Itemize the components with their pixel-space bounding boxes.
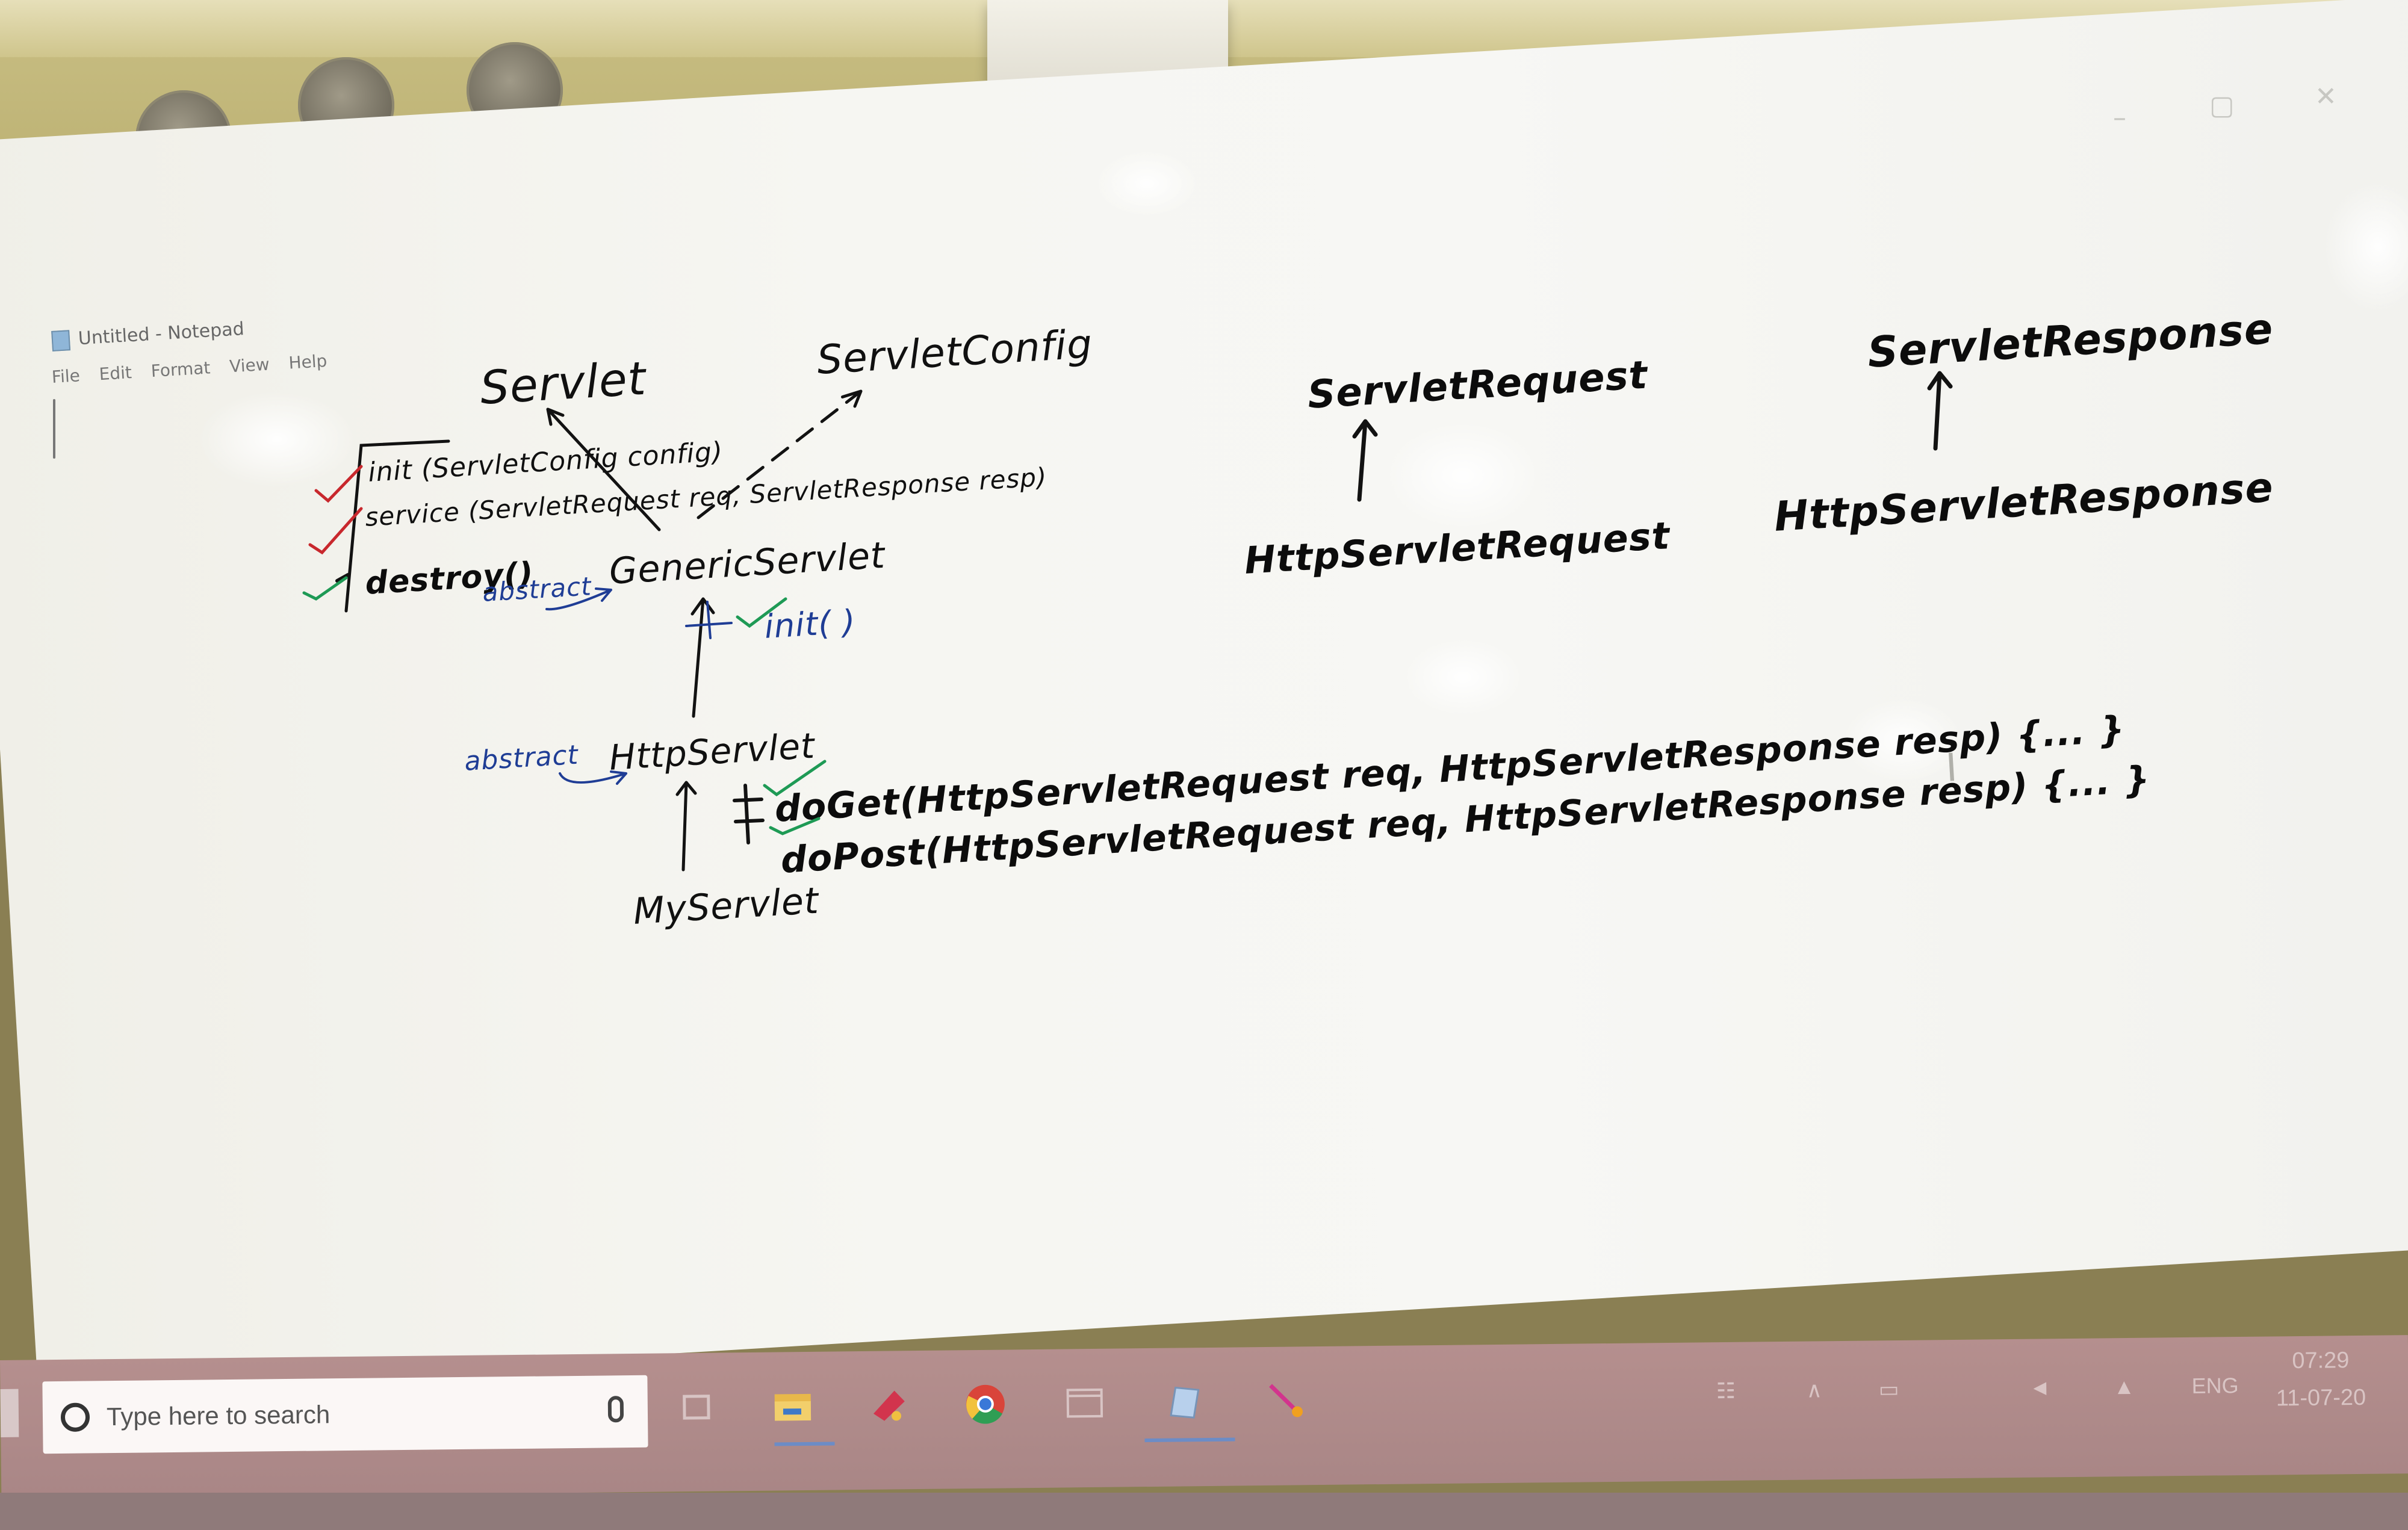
light-glare (1842, 698, 1963, 782)
method-marker (733, 784, 765, 844)
microphone-icon[interactable] (607, 1396, 624, 1423)
active-indicator (774, 1442, 835, 1446)
arrow-http-to-generic (690, 597, 715, 718)
green-check-icon (769, 817, 821, 835)
volume-icon[interactable]: ◄ (2029, 1375, 2051, 1400)
active-indicator (1144, 1437, 1235, 1443)
arrow-generic-to-servletconfig (697, 389, 863, 519)
notepad-taskbar-icon[interactable] (1162, 1380, 1206, 1424)
system-clock[interactable]: 07:29 11-07-20 (2276, 1342, 2366, 1417)
clock-time: 07:29 (2292, 1348, 2350, 1374)
red-check-icon (314, 465, 363, 503)
chevron-up-icon[interactable]: ∧ (1806, 1377, 1823, 1402)
methods-bracket (344, 439, 450, 613)
arrow-generic-to-servlet (546, 407, 661, 531)
override-marker (685, 601, 733, 639)
start-button[interactable] (0, 1389, 19, 1437)
people-icon[interactable]: ☷ (1716, 1378, 1736, 1404)
light-glare (1385, 421, 1541, 530)
close-button[interactable]: ✕ (2315, 81, 2337, 112)
clock-date: 11-07-20 (2276, 1384, 2366, 1411)
minimize-button[interactable]: – (2113, 102, 2126, 133)
network-icon[interactable]: ▲ (2113, 1374, 2135, 1399)
light-glare (1096, 150, 1198, 217)
search-placeholder: Type here to search (106, 1400, 330, 1431)
arrow-abstract-http (559, 770, 627, 785)
light-glare (2324, 181, 2408, 313)
window-icon[interactable] (1063, 1381, 1106, 1425)
arrow-response (1927, 371, 1953, 451)
magic-wand-icon[interactable] (1264, 1379, 1308, 1423)
file-explorer-icon[interactable] (771, 1384, 815, 1428)
task-view-icon[interactable] (675, 1386, 719, 1429)
green-check-icon (302, 576, 348, 601)
battery-icon[interactable]: ▭ (1878, 1376, 1899, 1402)
paint-icon[interactable] (867, 1383, 911, 1427)
taskbar: Type here to search ☷ ∧ ▭ ◄ ▲ ENG 07:29 … (0, 1335, 2408, 1499)
green-check-icon (736, 597, 787, 628)
maximize-button[interactable]: ▢ (2209, 90, 2235, 121)
arrow-request (1352, 419, 1378, 502)
arrow-abstract-generic (545, 587, 612, 611)
screen-bottom-edge (0, 1493, 2408, 1530)
green-check-icon (763, 760, 827, 797)
red-check-icon (308, 507, 363, 555)
search-icon (60, 1402, 90, 1432)
light-glare (199, 391, 355, 488)
language-indicator[interactable]: ENG (2191, 1373, 2239, 1398)
chrome-icon[interactable] (963, 1382, 1007, 1426)
light-glare (1403, 638, 1523, 716)
method-dash (335, 573, 350, 583)
arrow-myservlet-to-http (675, 781, 697, 872)
search-box[interactable]: Type here to search (42, 1375, 648, 1454)
